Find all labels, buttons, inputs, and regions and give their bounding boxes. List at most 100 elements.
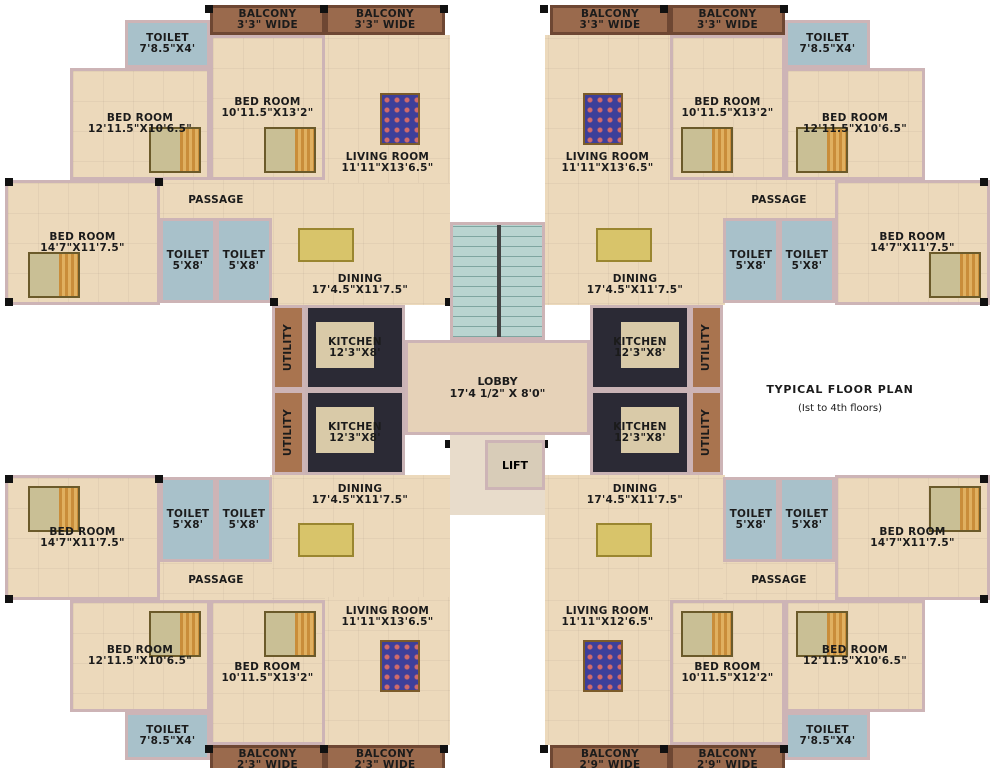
room-dimensions: 7'8.5"X4' <box>139 735 196 747</box>
room-dimensions: 12'11.5"X10'6.5" <box>803 123 907 135</box>
room-dimensions: 3'3" WIDE <box>579 19 641 31</box>
column-post <box>660 745 668 753</box>
dining-table-icon <box>596 228 652 262</box>
room-name: BED ROOM <box>694 95 761 108</box>
rug-icon <box>583 93 623 145</box>
unit-top-left-passage: PASSAGE <box>160 180 272 220</box>
room-dimensions: 7'8.5"X4' <box>799 43 856 55</box>
room-name: LIVING ROOM <box>345 151 430 163</box>
room-name: PASSAGE <box>751 193 807 206</box>
room-name: TOILET <box>806 32 849 44</box>
column-post <box>445 298 453 306</box>
column-post <box>270 298 278 306</box>
unit-bottom-right-utility: UTILITY <box>690 390 723 475</box>
column-post <box>445 440 453 448</box>
bed-icon <box>149 611 201 657</box>
room-dimensions: 2'9" WIDE <box>579 759 641 768</box>
kitchen-counter <box>315 407 374 454</box>
kitchen-counter <box>315 322 374 369</box>
room-dimensions: 7'8.5"X4' <box>139 43 196 55</box>
room-name: TOILET <box>729 248 773 261</box>
column-post <box>155 178 163 186</box>
room-dimensions: 12'11.5"X10'6.5" <box>88 655 192 667</box>
room-dimensions: 3'3" WIDE <box>696 19 759 31</box>
lobby: LOBBY 17'4 1/2" X 8'0" <box>405 340 590 435</box>
bed-icon <box>929 252 981 298</box>
room-name: UTILITY <box>700 323 712 372</box>
room-name: KITCHEN <box>613 420 667 433</box>
dining-table-icon <box>298 523 354 557</box>
room-name: PASSAGE <box>751 573 807 586</box>
room-dimensions: 3'3" WIDE <box>354 19 416 31</box>
room-dimensions: 11'11"X13'6.5" <box>341 616 434 628</box>
bed-icon <box>681 127 733 173</box>
unit-top-right-utility: UTILITY <box>690 305 723 390</box>
room-name: BED ROOM <box>106 112 174 124</box>
bed-icon <box>28 486 80 532</box>
unit-top-right-passage: PASSAGE <box>723 180 835 220</box>
room-dimensions: 14'7"X11'7.5" <box>870 241 955 254</box>
room-name: BED ROOM <box>694 660 761 673</box>
room-name: DINING <box>337 273 383 285</box>
kitchen-counter <box>621 407 680 454</box>
bed-icon <box>796 611 848 657</box>
column-post <box>320 745 328 753</box>
column-post <box>980 475 988 483</box>
room-dimensions: 5'X8' <box>735 518 767 531</box>
room-name: TOILET <box>166 248 210 261</box>
plan-title: TYPICAL FLOOR PLAN <box>766 383 914 396</box>
room-name: KITCHEN <box>328 335 382 348</box>
column-post <box>440 745 448 753</box>
room-dimensions: 5'X8' <box>228 259 260 272</box>
column-post <box>5 298 13 306</box>
room-dimensions: 12'3"X8' <box>614 346 666 359</box>
room-dimensions: 10'11.5"X13'2" <box>221 671 314 684</box>
room-name: TOILET <box>146 32 189 44</box>
room-name: BED ROOM <box>234 660 301 673</box>
room-dimensions: 5'X8' <box>791 259 823 272</box>
rug-icon <box>583 640 623 692</box>
bed-icon <box>681 611 733 657</box>
room-name: KITCHEN <box>613 335 667 348</box>
room-dimensions: 12'11.5"X10'6.5" <box>88 123 192 135</box>
room-name: BED ROOM <box>106 644 174 656</box>
room-dimensions: 14'7"X11'7.5" <box>40 241 125 254</box>
dining-table-icon <box>298 228 354 262</box>
column-post <box>780 745 788 753</box>
dining-table-icon <box>596 523 652 557</box>
room-name: BED ROOM <box>879 525 946 538</box>
kitchen-counter <box>621 322 680 369</box>
room-dimensions: 14'7"X11'7.5" <box>870 536 955 549</box>
column-post <box>440 5 448 13</box>
room-name: LIVING ROOM <box>565 151 650 163</box>
room-name: TOILET <box>785 248 829 261</box>
room-name: TOILET <box>729 507 773 520</box>
room-dimensions: 12'3"X8' <box>614 431 666 444</box>
room-dimensions: 12'11.5"X10'6.5" <box>803 655 907 667</box>
room-dimensions: 10'11.5"X13'2" <box>681 106 774 119</box>
